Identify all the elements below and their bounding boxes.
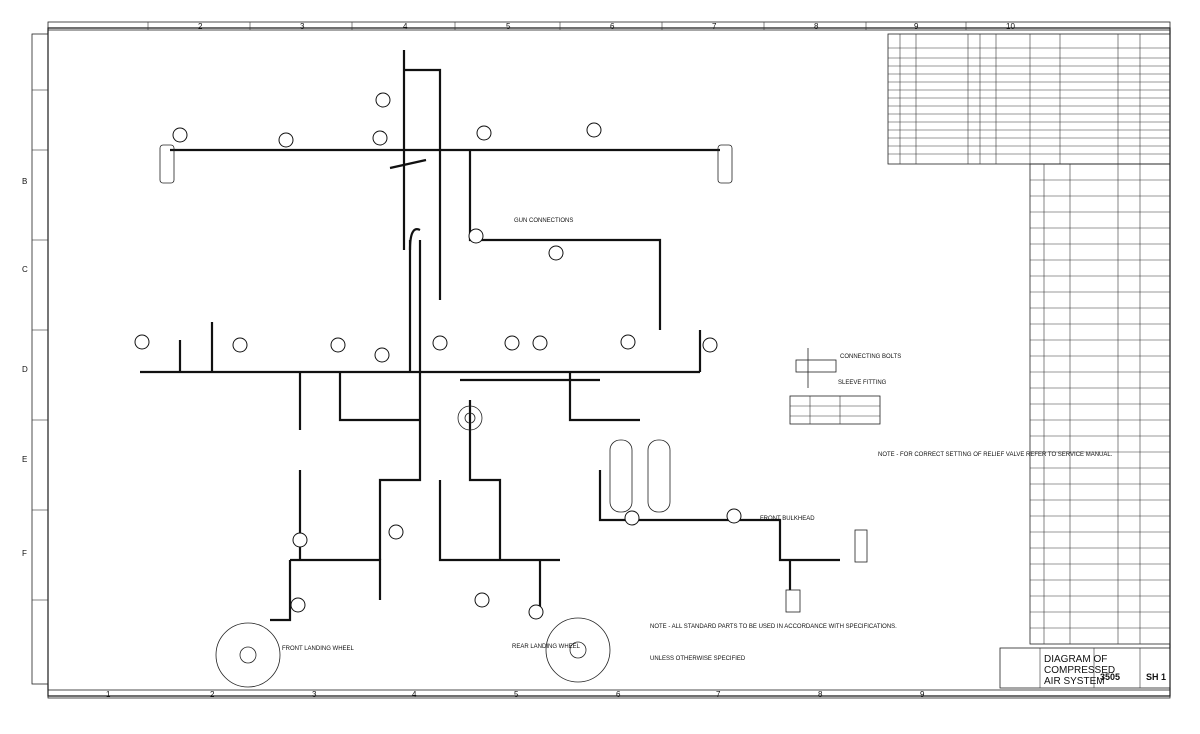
zone-bottom-1: 1 [106, 690, 111, 699]
zone-bottom-6: 6 [616, 690, 621, 699]
drawing-border [47, 27, 1171, 697]
zone-top-6: 6 [610, 22, 615, 31]
zone-top-5: 5 [506, 22, 511, 31]
zone-bottom-3: 3 [312, 690, 317, 699]
top-zone-labels: 2 3 4 5 6 7 8 9 10 [147, 22, 1015, 31]
detail-header-label: CONNECTING BOLTS [840, 354, 901, 360]
zone-left-B: B [22, 177, 27, 186]
zone-bottom-9: 9 [920, 690, 925, 699]
landing-gear-lines [270, 470, 840, 622]
zone-top-7: 7 [712, 22, 717, 31]
front-bulkhead-label: FRONT BULKHEAD [760, 516, 815, 522]
gun-connections-label: GUN CONNECTIONS [514, 218, 573, 224]
center-gauge [457, 405, 483, 431]
revision-strip [31, 33, 49, 685]
zone-top-9: 9 [914, 22, 919, 31]
sheet-number: SH 1 [1146, 672, 1166, 682]
zone-top-10: 10 [1006, 22, 1015, 31]
reference-bubbles [134, 92, 742, 620]
title-block: DIAGRAM OF COMPRESSED AIR SYSTEM 3505 SH… [999, 647, 1171, 689]
upper-air-line [159, 50, 733, 330]
zone-bottom-8: 8 [818, 690, 823, 699]
main-distribution-line [140, 228, 702, 560]
note-standard-parts: NOTE - ALL STANDARD PARTS TO BE USED IN … [650, 624, 897, 630]
sleeve-fitting-label: SLEEVE FITTING [838, 380, 887, 386]
parts-list-table [887, 33, 1171, 165]
parts-list-column [1029, 163, 1171, 645]
zone-bottom-5: 5 [514, 690, 519, 699]
landing-wheels [215, 617, 611, 688]
zone-left-F: F [22, 549, 27, 558]
note-relief-valve: NOTE - FOR CORRECT SETTING OF RELIEF VAL… [878, 452, 1113, 458]
zone-bottom-2: 2 [210, 690, 215, 699]
zone-left-C: C [22, 265, 28, 274]
drawing-number: 3505 [1100, 672, 1120, 682]
bottom-zone-labels: 1 2 3 4 5 6 7 8 9 [106, 690, 925, 699]
zone-bottom-7: 7 [716, 690, 721, 699]
zone-bottom-4: 4 [412, 690, 417, 699]
detail-sketch [789, 348, 881, 425]
zone-left-E: E [22, 455, 27, 464]
title-line-2: COMPRESSED [1044, 665, 1115, 676]
title-line-3: AIR SYSTEM [1044, 676, 1105, 687]
unless-note: UNLESS OTHERWISE SPECIFIED [650, 656, 746, 662]
zone-left-D: D [22, 365, 28, 374]
rear-wheel-label: REAR LANDING WHEEL [512, 644, 581, 650]
zone-top-8: 8 [814, 22, 819, 31]
front-wheel-label: FRONT LANDING WHEEL [282, 646, 355, 652]
zone-top-3: 3 [300, 22, 305, 31]
title-line-1: DIAGRAM OF [1044, 654, 1107, 665]
left-zone-labels: B C D E F [22, 177, 28, 558]
air-reservoirs [609, 439, 868, 613]
zone-top-4: 4 [403, 22, 408, 31]
zone-top-2: 2 [198, 22, 203, 31]
